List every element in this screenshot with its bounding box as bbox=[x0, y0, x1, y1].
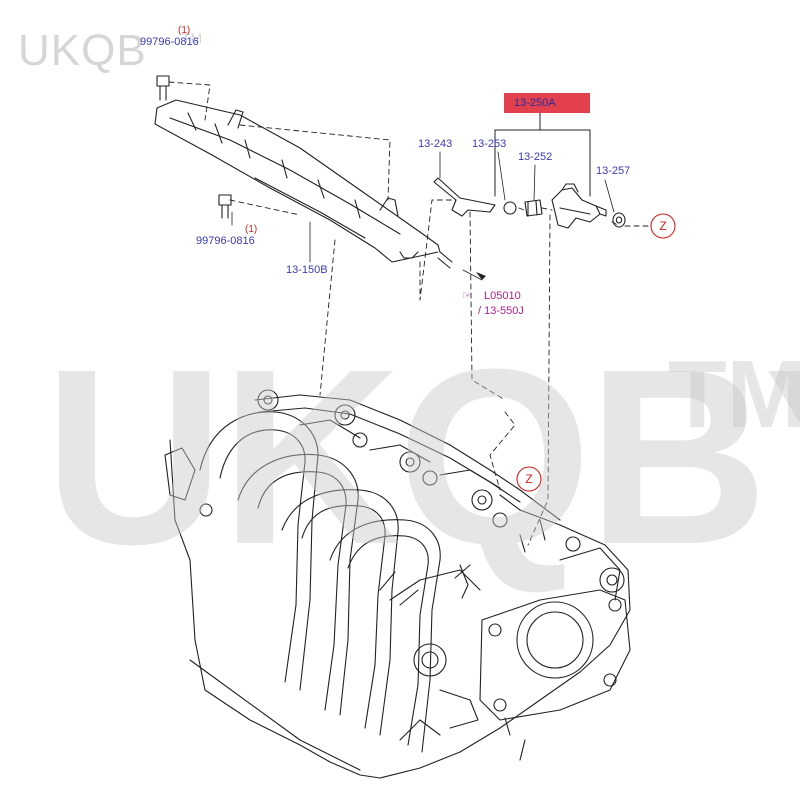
fuel-rail bbox=[154, 99, 453, 269]
label-clip[interactable]: 13-243 bbox=[418, 138, 453, 150]
ref-line-2[interactable]: / 13-550J bbox=[478, 305, 524, 317]
qty-bolt-top: (1) bbox=[178, 25, 191, 36]
watermark-small-tm: TM bbox=[182, 30, 203, 46]
intake-manifold bbox=[164, 389, 631, 779]
grommet bbox=[524, 199, 543, 217]
highlight-injector-assy bbox=[504, 93, 590, 113]
o-ring bbox=[503, 201, 517, 215]
label-grommet[interactable]: 13-252 bbox=[518, 151, 553, 163]
ref-line-1[interactable]: L05010 bbox=[484, 290, 521, 302]
watermark-large-tm: TM bbox=[668, 341, 800, 448]
leader-lines bbox=[231, 151, 615, 281]
z-callout-bottom: Z bbox=[525, 472, 533, 486]
assembly-dashed-lines bbox=[168, 81, 651, 546]
z-callout-top: Z bbox=[659, 219, 667, 233]
fuel-injector bbox=[551, 183, 607, 229]
label-fuel-rail[interactable]: 13-150B bbox=[286, 264, 328, 276]
label-bolt-left[interactable]: 99796-0816 bbox=[196, 235, 255, 247]
insulator bbox=[612, 212, 626, 228]
label-insulator[interactable]: 13-257 bbox=[596, 165, 631, 177]
qty-bolt-left: (1) bbox=[245, 224, 258, 235]
rail-bolts bbox=[156, 75, 232, 219]
injector-clip bbox=[433, 177, 496, 217]
watermark-large: UKQBY bbox=[44, 317, 800, 596]
z-callout-circle-bottom bbox=[516, 466, 542, 492]
z-callout-circle-top bbox=[650, 213, 676, 239]
label-injector-assy[interactable]: 13-250A bbox=[514, 97, 556, 109]
label-o-ring[interactable]: 13-253 bbox=[472, 138, 507, 150]
label-bolt-top[interactable]: 99796-0816 bbox=[140, 36, 199, 48]
ref-arrowhead bbox=[476, 272, 486, 280]
hand-pointer-icon: ☞ bbox=[462, 290, 472, 302]
assembly-bracket bbox=[494, 112, 591, 197]
watermark-small: UKQB bbox=[18, 26, 147, 75]
